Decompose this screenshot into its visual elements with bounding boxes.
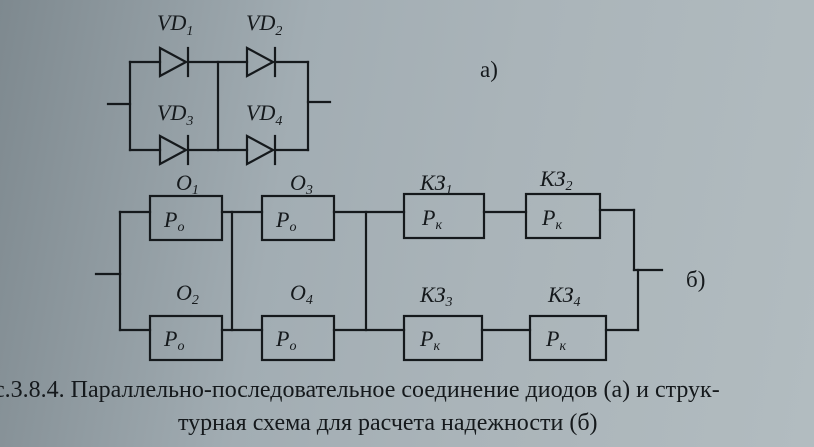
o4-name: O4 <box>290 280 313 308</box>
kz4-prob: Pк <box>545 326 566 354</box>
vd1-label: VD1 <box>157 10 193 39</box>
diode-vd2 <box>245 46 277 78</box>
kz2-name: КЗ2 <box>539 166 573 194</box>
o4-prob: Po <box>275 326 296 354</box>
part-a-label: а) <box>480 57 498 82</box>
block-kz1 <box>402 192 486 240</box>
diode-vd1 <box>158 46 190 78</box>
kz4-name: КЗ4 <box>547 282 581 310</box>
block-o4 <box>260 314 336 362</box>
block-o3 <box>260 194 336 242</box>
block-kz2 <box>524 192 602 240</box>
circuit-diagram: VD1 VD2 VD3 VD4 а) <box>94 10 705 362</box>
block-o2 <box>148 314 224 362</box>
diode-vd4 <box>245 134 277 166</box>
block-kz4 <box>528 314 608 362</box>
o3-prob: Po <box>275 207 296 235</box>
diode-network <box>106 46 332 166</box>
kz2-prob: Pк <box>541 205 562 233</box>
kz1-prob: Pк <box>421 205 442 233</box>
kz1-name: КЗ1 <box>419 170 453 198</box>
o3-name: O3 <box>290 170 313 198</box>
caption-line-1: с.3.8.4. Параллельно-последовательное со… <box>0 377 720 403</box>
vd3-label: VD3 <box>157 100 193 129</box>
diode-vd3 <box>158 134 190 166</box>
caption-line-2: турная схема для расчета надежности (б) <box>178 410 598 436</box>
o2-prob: Po <box>163 326 184 354</box>
block-kz3 <box>402 314 484 362</box>
kz3-prob: Pк <box>419 326 440 354</box>
kz3-name: КЗ3 <box>419 282 453 310</box>
vd4-label: VD4 <box>246 100 282 129</box>
o2-name: O2 <box>176 280 199 308</box>
vd2-label: VD2 <box>246 10 282 39</box>
reliability-scheme <box>94 192 664 362</box>
part-b-label: б) <box>686 267 705 292</box>
o1-name: O1 <box>176 170 199 198</box>
block-o1 <box>148 194 224 242</box>
o1-prob: Po <box>163 207 184 235</box>
